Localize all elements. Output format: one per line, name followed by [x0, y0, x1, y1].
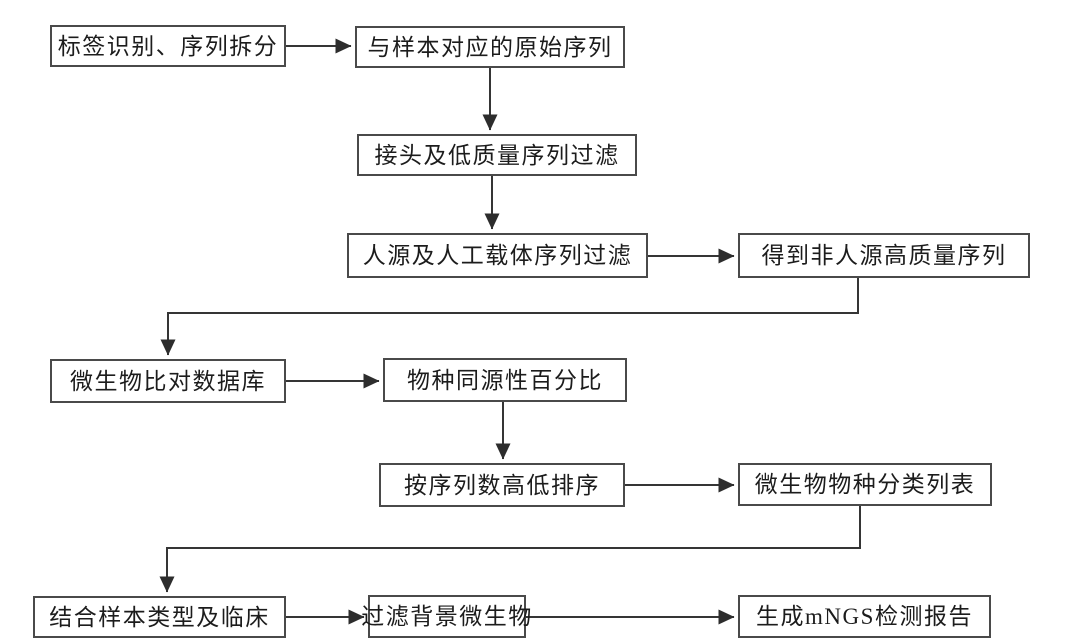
flow-node-text: 人源及人工载体序列过滤 — [362, 243, 633, 268]
flow-node-text: 按序列数高低排序 — [404, 472, 600, 498]
flow-node-text: 接头及低质量序列过滤 — [374, 142, 620, 168]
flow-node-raw-sequences: 与样本对应的原始序列 — [355, 26, 625, 68]
flow-node-homology-percentage: 物种同源性百分比 — [383, 358, 627, 402]
edge-arrow-n8-n9 — [159, 506, 861, 593]
flow-node-sample-type-clinical: 结合样本类型及临床 — [33, 596, 286, 638]
flow-node-text: 与样本对应的原始序列 — [367, 34, 613, 60]
flow-node-generate-report: 生成mNGS检测报告 — [738, 595, 991, 638]
flow-node-text: 结合样本类型及临床 — [49, 604, 270, 630]
flow-node-sort-by-read-count: 按序列数高低排序 — [379, 463, 625, 507]
flow-node-text: 得到非人源高质量序列 — [761, 243, 1007, 268]
flow-node-human-vector-filter: 人源及人工载体序列过滤 — [347, 233, 648, 278]
flow-node-text: 微生物比对数据库 — [70, 368, 266, 394]
flow-node-adapter-quality-filter: 接头及低质量序列过滤 — [357, 134, 637, 176]
flow-node-text: 过滤背景微生物 — [361, 604, 533, 629]
flow-node-text: 微生物物种分类列表 — [754, 472, 976, 497]
flow-node-nonhuman-hq-sequences: 得到非人源高质量序列 — [738, 233, 1030, 278]
flow-node-microbe-db-alignment: 微生物比对数据库 — [50, 359, 286, 403]
flow-node-species-list: 微生物物种分类列表 — [738, 463, 992, 506]
flow-node-label-recognition: 标签识别、序列拆分 — [50, 25, 286, 67]
flow-node-text: 标签识别、序列拆分 — [57, 33, 279, 59]
flow-node-text: 生成mNGS检测报告 — [756, 604, 973, 629]
flow-node-text: 物种同源性百分比 — [407, 367, 603, 393]
edge-arrow-n4-n5 — [160, 278, 859, 356]
flow-node-filter-background: 过滤背景微生物 — [361, 595, 531, 638]
